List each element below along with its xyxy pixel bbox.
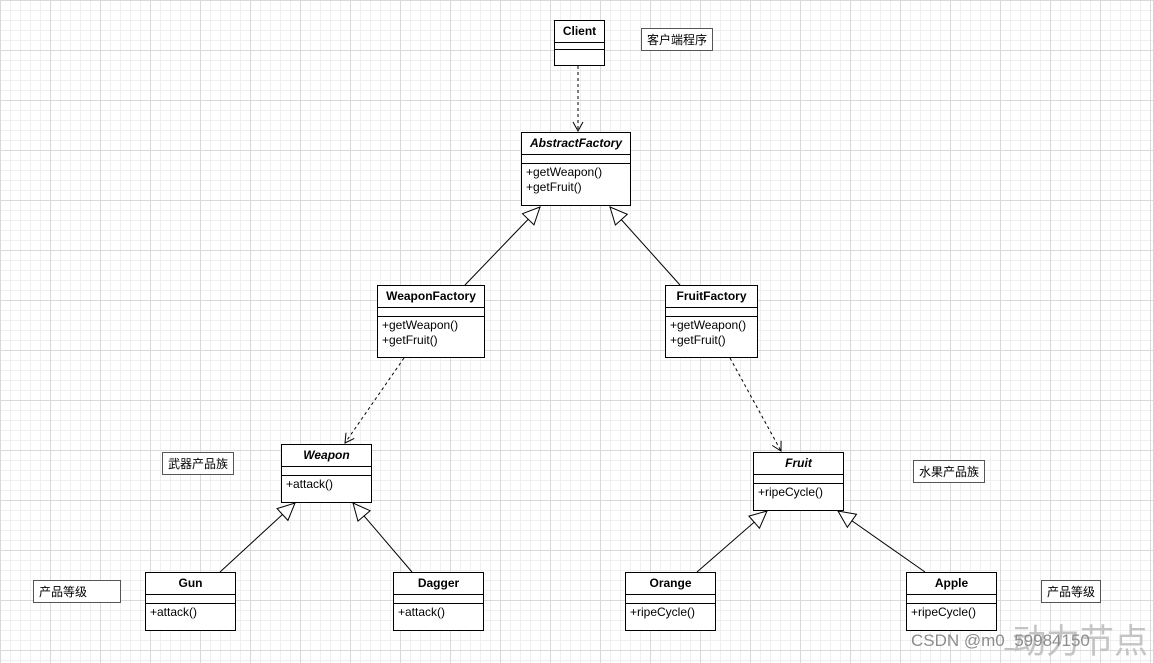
class-name: WeaponFactory (378, 286, 484, 308)
class-orange[interactable]: Orange +ripeCycle() (625, 572, 716, 631)
note-fruit-family[interactable]: 水果产品族 (913, 460, 986, 483)
attributes-compartment (626, 595, 715, 604)
class-gun[interactable]: Gun +attack() (145, 572, 236, 631)
operation: +getFruit() (526, 180, 582, 194)
class-fruit[interactable]: Fruit +ripeCycle() (753, 452, 844, 511)
operation: +ripeCycle() (911, 605, 977, 619)
attributes-compartment (907, 595, 996, 604)
operations-compartment: +ripeCycle() (907, 604, 996, 622)
attributes-compartment (378, 308, 484, 317)
operation: +getWeapon() (382, 318, 459, 332)
attributes-compartment (666, 308, 757, 317)
operations-compartment: +attack() (146, 604, 235, 622)
attributes-compartment (394, 595, 483, 604)
operation: +ripeCycle() (758, 485, 824, 499)
attributes-compartment (555, 43, 604, 50)
operations-compartment: +ripeCycle() (754, 484, 843, 502)
class-name: Weapon (282, 445, 371, 467)
operations-compartment: +attack() (282, 476, 371, 494)
operation: +attack() (398, 605, 446, 619)
operation: +getFruit() (382, 333, 438, 347)
note-weapon-family[interactable]: 武器产品族 (162, 452, 235, 475)
operations-compartment (555, 50, 604, 59)
attributes-compartment (146, 595, 235, 604)
class-weapon-factory[interactable]: WeaponFactory +getWeapon() +getFruit() (377, 285, 485, 358)
class-fruit-factory[interactable]: FruitFactory +getWeapon() +getFruit() (665, 285, 758, 358)
operations-compartment: +getWeapon() +getFruit() (666, 317, 757, 350)
note-client-program[interactable]: 客户端程序 (641, 28, 714, 51)
attributes-compartment (282, 467, 371, 476)
note-product-level-right[interactable]: 产品等级 (1041, 580, 1102, 603)
class-name: Dagger (394, 573, 483, 595)
operation: +getWeapon() (526, 165, 603, 179)
operation: +getFruit() (670, 333, 726, 347)
generalization-apple-fruit (837, 510, 926, 573)
class-name: FruitFactory (666, 286, 757, 308)
operations-compartment: +getWeapon() +getFruit() (522, 164, 630, 197)
operations-compartment: +getWeapon() +getFruit() (378, 317, 484, 350)
generalization-fruitfactory-abstractfactory (609, 206, 681, 286)
operation: +ripeCycle() (630, 605, 696, 619)
class-client[interactable]: Client (554, 20, 605, 66)
watermark-csdn: CSDN @m0_59984150 (911, 631, 1090, 650)
note-product-level-left[interactable]: 产品等级 (33, 580, 121, 603)
operations-compartment: +attack() (394, 604, 483, 622)
class-abstract-factory[interactable]: AbstractFactory +getWeapon() +getFruit() (521, 132, 631, 206)
class-name: Orange (626, 573, 715, 595)
class-weapon[interactable]: Weapon +attack() (281, 444, 372, 503)
operation: +getWeapon() (670, 318, 747, 332)
dependency-weaponfactory-weapon (344, 357, 405, 444)
generalization-gun-weapon (219, 502, 296, 573)
attributes-compartment (522, 155, 630, 164)
operation: +attack() (150, 605, 198, 619)
operation: +attack() (286, 477, 334, 491)
operations-compartment: +ripeCycle() (626, 604, 715, 622)
watermark-chinese: 动力节点 (1012, 622, 1148, 662)
generalization-weaponfactory-abstractfactory (464, 206, 541, 286)
class-name: Gun (146, 573, 235, 595)
attributes-compartment (754, 475, 843, 484)
generalization-dagger-weapon (352, 502, 413, 573)
class-name: Fruit (754, 453, 843, 475)
class-name: AbstractFactory (522, 133, 630, 155)
class-apple[interactable]: Apple +ripeCycle() (906, 572, 997, 631)
class-name: Apple (907, 573, 996, 595)
class-dagger[interactable]: Dagger +attack() (393, 572, 484, 631)
generalization-orange-fruit (696, 510, 768, 573)
class-name: Client (555, 21, 604, 43)
dependency-fruitfactory-fruit (729, 357, 782, 452)
